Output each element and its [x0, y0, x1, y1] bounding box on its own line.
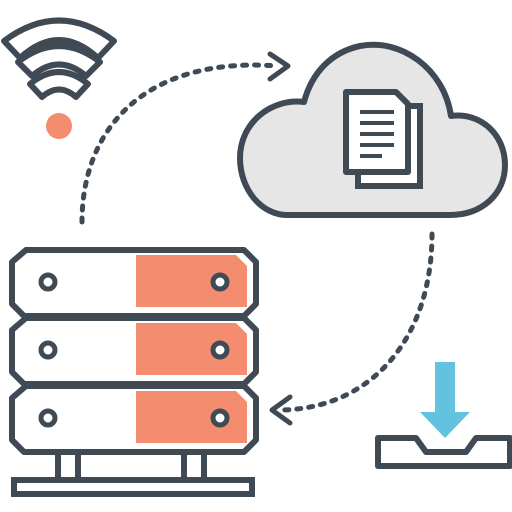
server-unit-3-panel: [136, 391, 247, 443]
wifi-arc-middle: [15, 43, 103, 79]
dotted-arc-top: [79, 62, 281, 225]
dotted-arrow-to-cloud-icon: [79, 51, 291, 225]
dotted-arc-bottom: [279, 231, 435, 413]
dotted-arrow-to-server-icon: [269, 231, 435, 426]
arrowhead-top: [267, 51, 291, 82]
server-unit-1-port-right: [210, 272, 230, 292]
download-arrow: [420, 362, 470, 438]
download-tray-icon: [375, 362, 512, 469]
server-foot-right: [181, 449, 207, 483]
wifi-arc-outer: [1, 17, 117, 61]
server-unit-2: [9, 315, 259, 387]
server-unit-3-port-left: [38, 408, 58, 428]
server-base: [11, 477, 255, 497]
server-foot-left: [55, 449, 81, 483]
server-stack-icon: [9, 247, 259, 497]
arrowhead-bottom: [269, 394, 293, 426]
wifi-arc-inner: [27, 69, 91, 100]
wifi-icon: [1, 17, 117, 139]
documents-icon: [343, 89, 423, 189]
server-unit-3: [9, 383, 259, 455]
server-unit-2-port-left: [38, 340, 58, 360]
tray: [375, 435, 512, 469]
server-unit-1: [9, 247, 259, 319]
server-unit-1-port-left: [38, 272, 58, 292]
wifi-dot: [46, 113, 72, 139]
document-text-lines: [360, 110, 394, 158]
server-unit-1-panel: [136, 255, 247, 307]
server-unit-2-panel: [136, 323, 247, 375]
server-unit-2-port-right: [210, 340, 230, 360]
server-unit-3-port-right: [210, 408, 230, 428]
